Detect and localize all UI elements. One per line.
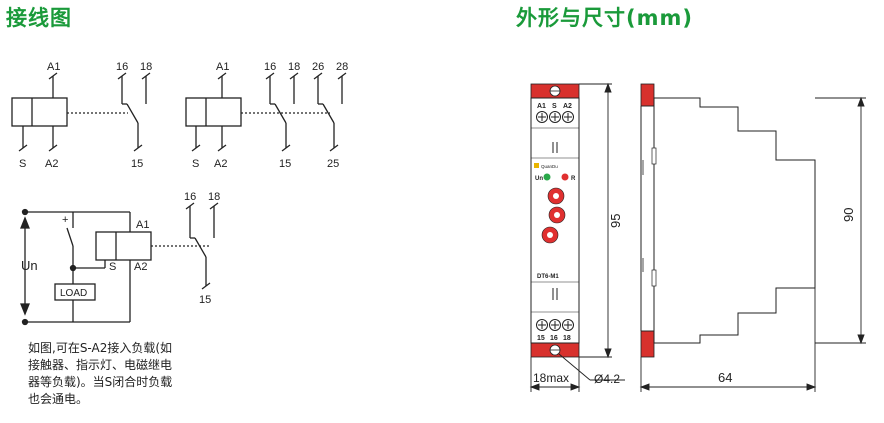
led-green-icon xyxy=(543,173,551,181)
label-a2: A2 xyxy=(45,158,58,170)
switch-s-icon xyxy=(66,227,74,247)
label-18: 18 xyxy=(140,61,152,73)
side-profile xyxy=(653,97,816,344)
label-15: 15 xyxy=(279,158,291,170)
note-line: 也会通电。 xyxy=(28,392,89,406)
switch-contact-icon xyxy=(194,237,207,258)
switch-contact-icon xyxy=(274,103,287,124)
side-dimension-lines xyxy=(639,96,866,392)
label-a1: A1 xyxy=(136,219,149,231)
brand-logo-icon xyxy=(534,163,539,168)
led-red-icon xyxy=(561,173,569,181)
label-a1: A1 xyxy=(216,61,229,73)
led-un-label: Un xyxy=(535,176,543,182)
switch-contact-icon xyxy=(126,103,139,124)
dim-height-90: 90 xyxy=(841,208,856,222)
label-s: S xyxy=(192,158,199,170)
wiring-note: 如图,可在S-A2接入负载(如 接触器、指示灯、电磁继电 器等负载)。当S闭合时… xyxy=(28,340,238,408)
label-un: Un xyxy=(21,258,38,273)
load-box xyxy=(54,283,96,301)
side-bottom-clip xyxy=(640,330,655,358)
label-25: 25 xyxy=(327,158,339,170)
dimensions-title: 外形与尺寸(mm) xyxy=(516,6,693,30)
label-a2: A2 xyxy=(214,158,227,170)
label-15: 15 xyxy=(131,158,143,170)
label-16: 16 xyxy=(116,61,128,73)
brand-name: QuanDu xyxy=(541,164,558,169)
label-18: 18 xyxy=(208,191,220,203)
dim-width-18max: 18max xyxy=(533,371,569,385)
label-16: 16 xyxy=(184,191,196,203)
device-front-view: QuanDu Un R DT6-M1 xyxy=(530,83,580,358)
terminal-label-s: S xyxy=(552,103,557,110)
label-plus: + xyxy=(62,214,68,226)
label-a1: A1 xyxy=(47,61,60,73)
led-r-label: R xyxy=(571,176,576,182)
note-line: 器等负载)。当S闭合时负载 xyxy=(28,375,173,389)
arrow-down-icon xyxy=(20,303,30,316)
label-16: 16 xyxy=(264,61,276,73)
label-s: S xyxy=(109,261,116,273)
relay-coil-icon xyxy=(185,97,242,127)
note-line: 接触器、指示灯、电磁继电 xyxy=(28,358,173,372)
dim-hole-diameter: Ø4.2 xyxy=(594,372,620,386)
bottom-terminal-screws xyxy=(536,319,574,331)
terminal-label-a1: A1 xyxy=(537,103,546,110)
label-a2: A2 xyxy=(134,261,147,273)
wiring-diagram-title: 接线图 xyxy=(6,6,72,30)
device-side-view xyxy=(640,83,816,358)
label-15: 15 xyxy=(199,294,211,306)
label-28: 28 xyxy=(336,61,348,73)
terminal-a1-icon xyxy=(48,72,58,80)
wiring-diagram-1 xyxy=(11,72,151,152)
label-load: LOAD xyxy=(60,288,87,299)
arrow-up-icon xyxy=(20,216,30,229)
switch-contact-icon xyxy=(322,103,335,124)
label-s: S xyxy=(19,158,26,170)
relay-coil-icon xyxy=(95,231,152,261)
terminal-label-18: 18 xyxy=(563,335,571,342)
terminal-label-16: 16 xyxy=(550,335,558,342)
top-terminal-screws xyxy=(536,111,574,123)
terminal-s-icon xyxy=(18,144,28,152)
model-label: DT6-M1 xyxy=(537,274,559,280)
wiring-diagram-3 xyxy=(20,202,219,326)
note-line: 如图,可在S-A2接入负载(如 xyxy=(28,341,173,355)
side-top-clip xyxy=(640,83,655,107)
label-26: 26 xyxy=(312,61,324,73)
relay-coil-icon xyxy=(11,97,68,127)
wiring-diagram-2 xyxy=(185,72,347,152)
terminal-a2-icon xyxy=(48,144,58,152)
terminal-label-15: 15 xyxy=(537,335,545,342)
terminal-label-a2: A2 xyxy=(563,103,572,110)
dim-depth-64: 64 xyxy=(718,370,732,385)
label-18: 18 xyxy=(288,61,300,73)
front-dimension-lines xyxy=(529,82,625,392)
dim-height-95: 95 xyxy=(608,214,623,228)
